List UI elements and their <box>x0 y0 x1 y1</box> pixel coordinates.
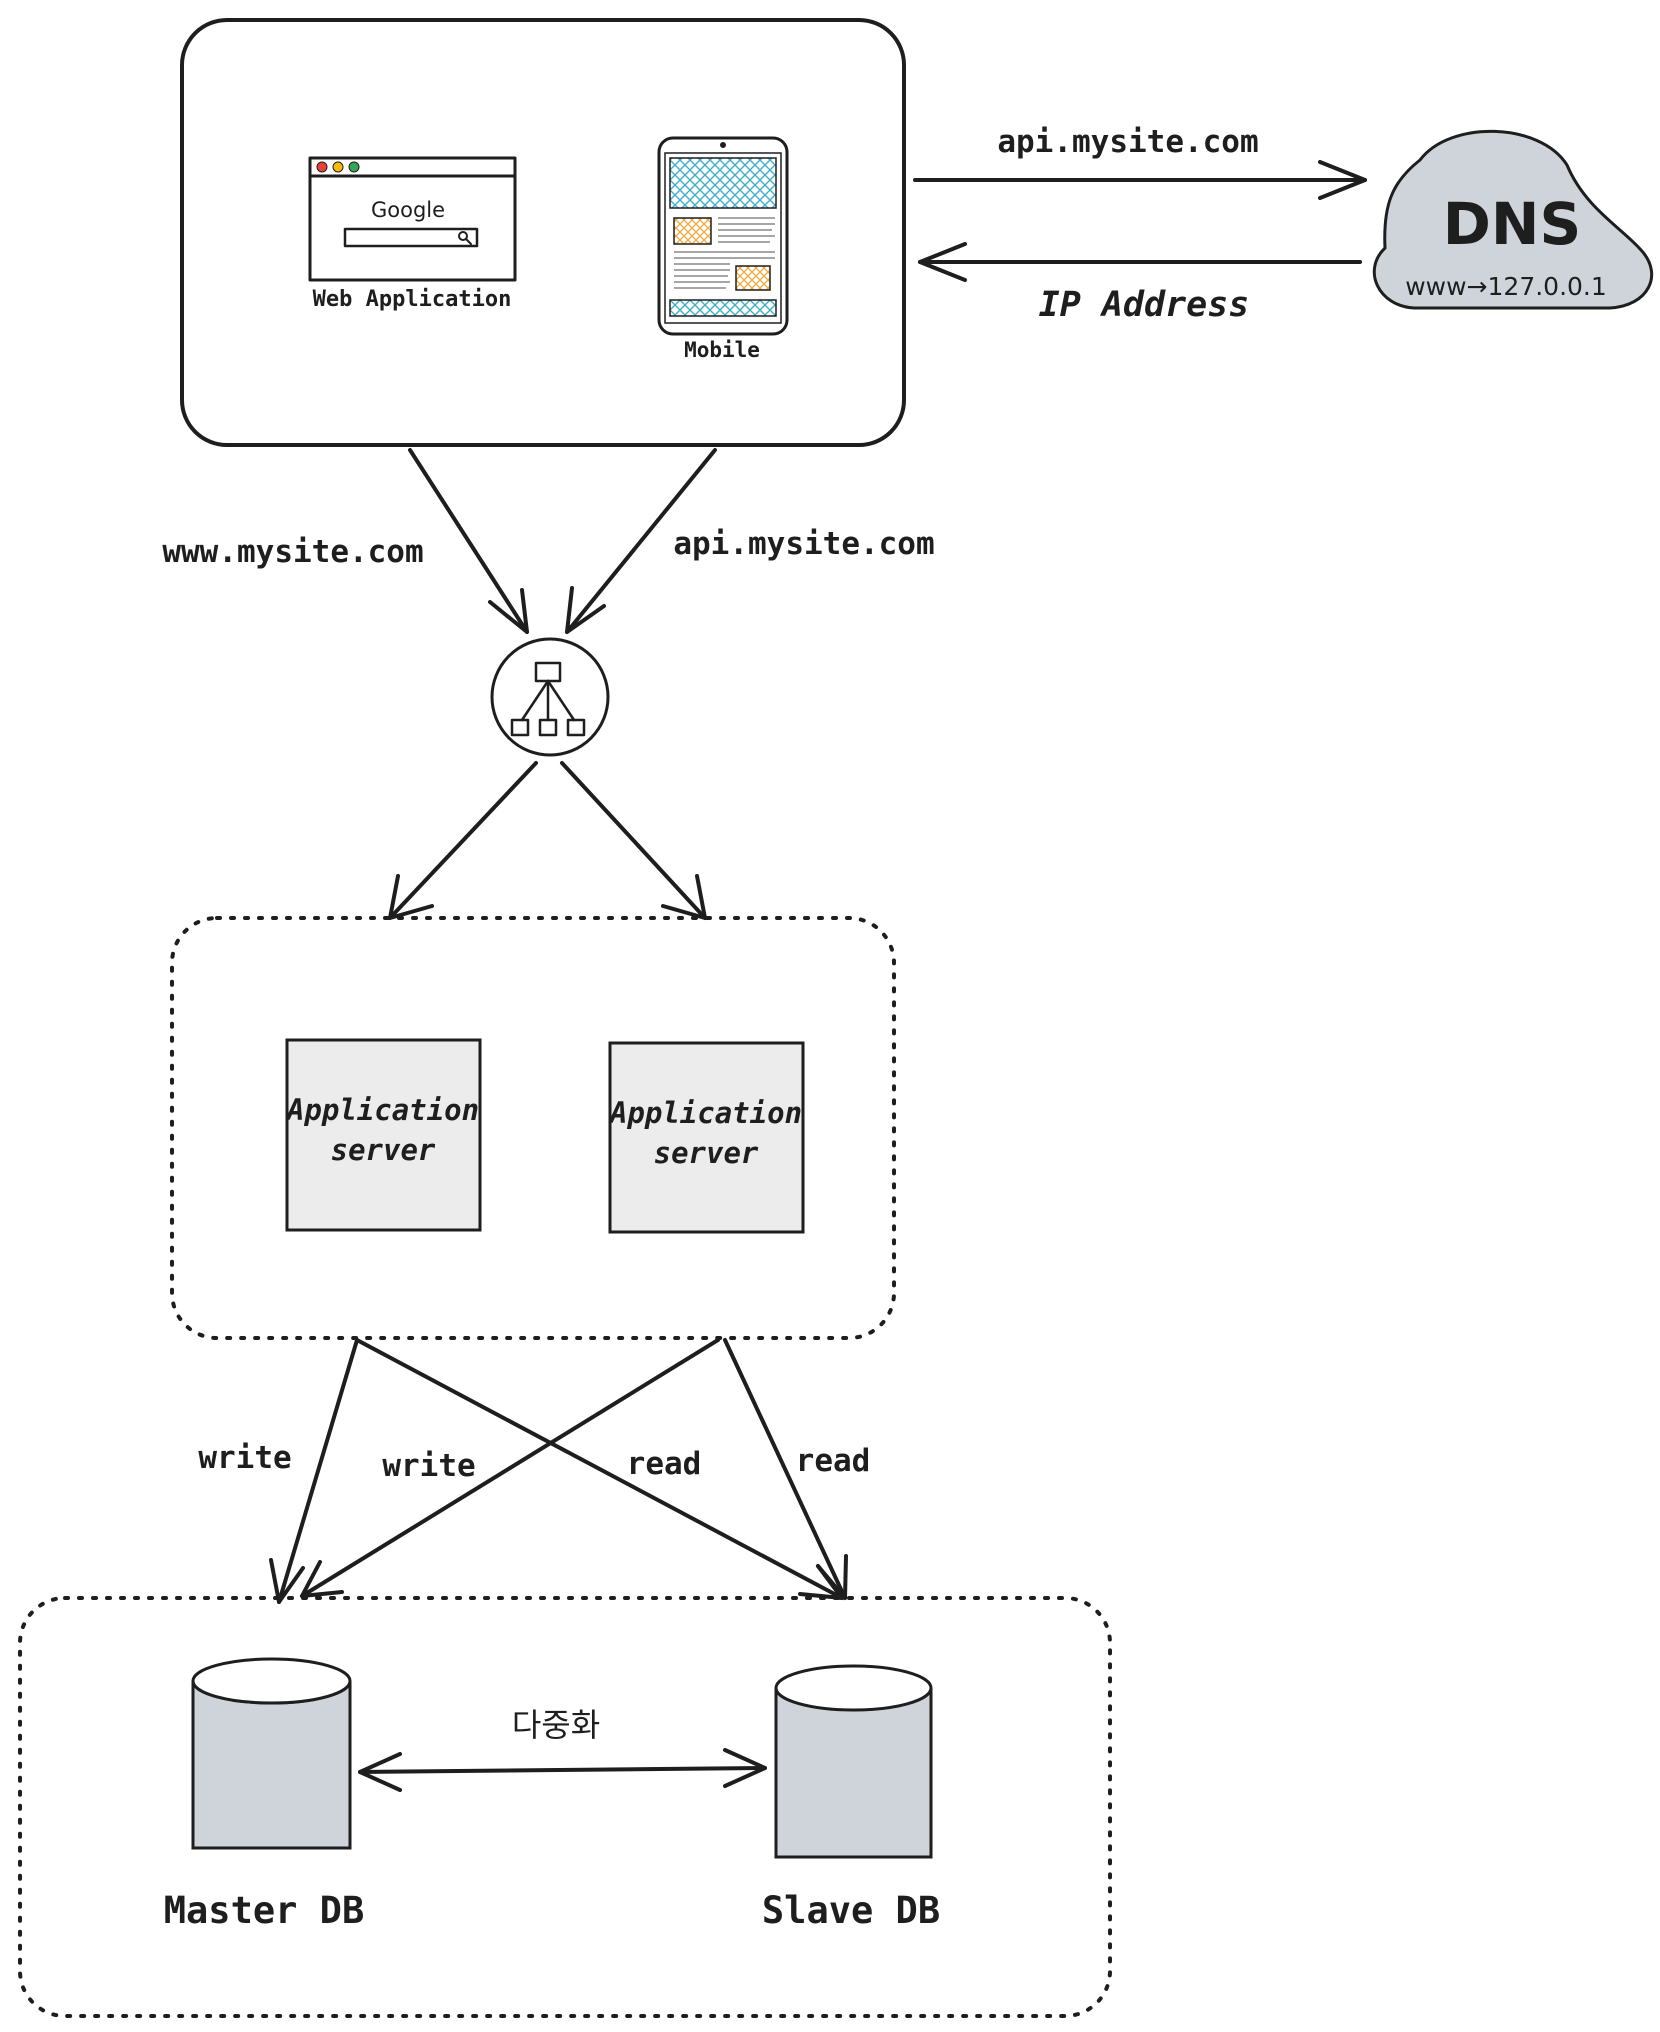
dns-request-label: api.mysite.com <box>997 124 1258 160</box>
search-logo: Google <box>371 198 445 222</box>
lb-to-server-right-arrow <box>560 761 707 920</box>
database-group <box>18 1596 1112 2018</box>
master-db-cylinder-icon <box>191 1657 352 1850</box>
web-application-window: Google <box>308 156 517 282</box>
read-right-label: read <box>796 1443 871 1479</box>
replication-label: 다중화 <box>512 1706 600 1744</box>
master-db-label: Master DB <box>164 1889 364 1932</box>
application-server-1-line2: server <box>331 1133 436 1167</box>
application-server-1-line1: Application <box>285 1093 479 1127</box>
dns-title: DNS <box>1443 190 1581 258</box>
window-maximize-dot-icon <box>348 161 360 173</box>
web-application-label: Web Application <box>313 287 512 312</box>
www-route-label: www.mysite.com <box>162 534 423 570</box>
application-server-2-line1: Application <box>608 1096 802 1130</box>
write-right-label: write <box>382 1448 475 1484</box>
api-route-arrow <box>565 448 717 634</box>
api-route-label: api.mysite.com <box>673 526 934 562</box>
read-link-right-arrow <box>723 1338 848 1600</box>
search-icon <box>458 231 472 245</box>
replication-arrow <box>358 1748 767 1792</box>
window-close-dot-icon <box>316 161 328 173</box>
load-balancer-icon <box>490 637 610 757</box>
client-box <box>180 18 906 447</box>
mobile-label: Mobile <box>684 338 760 362</box>
window-minimize-dot-icon <box>332 161 344 173</box>
dns-response-arrow <box>918 242 1362 282</box>
mobile-phone-icon <box>657 136 789 336</box>
dns-mapping: www→127.0.0.1 <box>1405 272 1607 301</box>
write-left-label: write <box>198 1440 291 1476</box>
search-box <box>343 227 479 248</box>
application-server-1: Application server <box>285 1038 482 1232</box>
dns-response-label: IP Address <box>1039 285 1250 325</box>
application-server-2-line2: server <box>654 1136 759 1170</box>
application-server-2: Application server <box>608 1041 805 1234</box>
server-group <box>170 916 896 1340</box>
dns-request-arrow <box>913 160 1367 200</box>
slave-db-label: Slave DB <box>762 1889 940 1932</box>
read-left-label: read <box>627 1446 702 1482</box>
write-link-left-arrow <box>269 1338 359 1604</box>
write-link-right-arrow <box>300 1338 720 1598</box>
www-route-arrow <box>408 448 529 634</box>
dns-cloud <box>1372 129 1653 310</box>
lb-to-server-left-arrow <box>388 761 538 920</box>
slave-db-cylinder-icon <box>774 1664 933 1859</box>
